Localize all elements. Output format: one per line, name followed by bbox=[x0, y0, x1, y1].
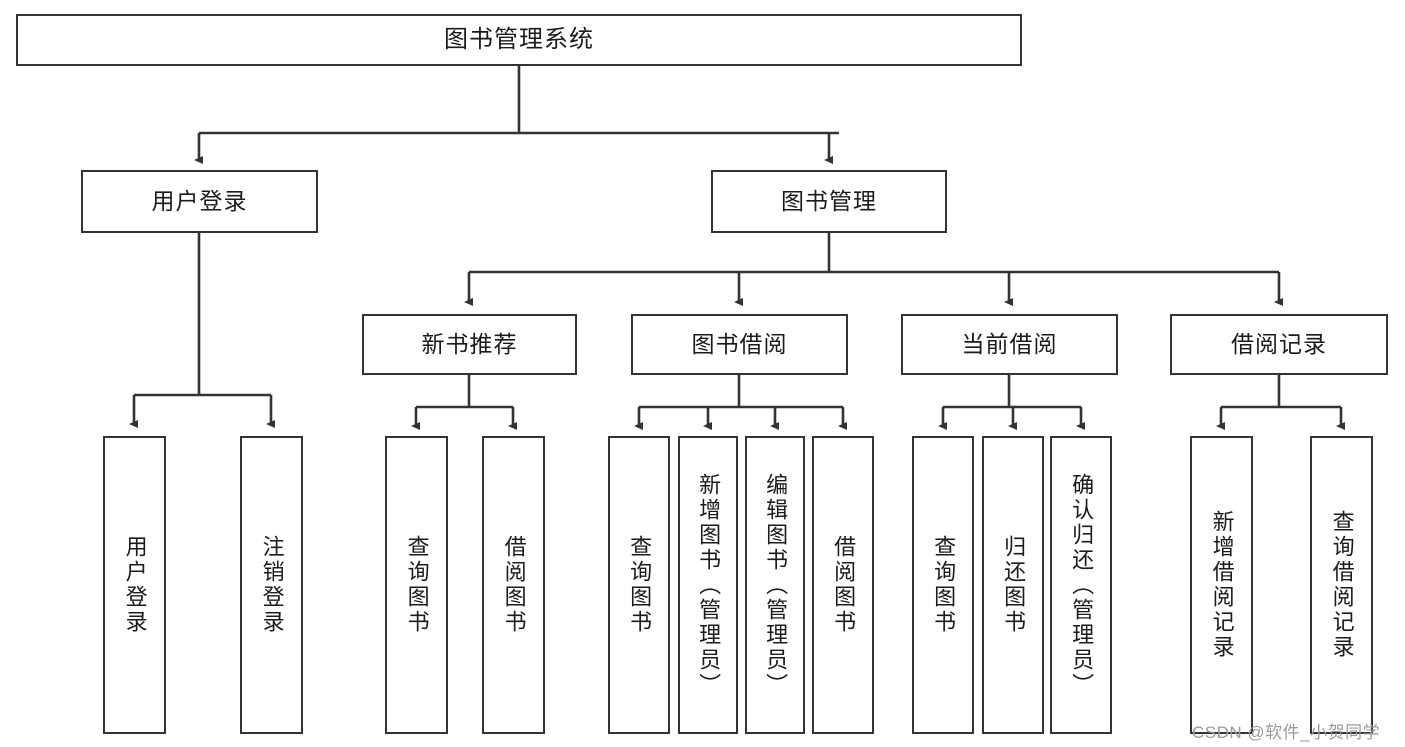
node-leaf-query-book-2[interactable]: 查询图书 bbox=[608, 436, 670, 734]
node-borrow-record-label: 借阅记录 bbox=[1231, 331, 1327, 358]
node-leaf-confirm-return[interactable]: 确认归还（管理员） bbox=[1050, 436, 1112, 734]
node-book-manage[interactable]: 图书管理 bbox=[711, 170, 947, 233]
node-leaf-query-book-3[interactable]: 查询图书 bbox=[912, 436, 974, 734]
node-leaf-logout[interactable]: 注销登录 bbox=[240, 436, 303, 734]
node-leaf-label: 用户登录 bbox=[122, 535, 148, 635]
node-leaf-label: 编辑图书（管理员） bbox=[763, 472, 789, 698]
node-leaf-query-book-1[interactable]: 查询图书 bbox=[385, 436, 448, 734]
node-leaf-label: 查询借阅记录 bbox=[1329, 510, 1355, 660]
node-new-book-recommend-label: 新书推荐 bbox=[421, 331, 518, 358]
node-leaf-label: 借阅图书 bbox=[831, 535, 857, 635]
node-leaf-label: 查询图书 bbox=[931, 535, 957, 635]
node-leaf-label: 确认归还（管理员） bbox=[1069, 472, 1095, 698]
node-new-book-recommend[interactable]: 新书推荐 bbox=[362, 314, 577, 375]
node-user-login[interactable]: 用户登录 bbox=[81, 170, 318, 233]
node-leaf-borrow-book-1[interactable]: 借阅图书 bbox=[482, 436, 545, 734]
node-root[interactable]: 图书管理系统 bbox=[16, 14, 1022, 66]
node-leaf-add-book[interactable]: 新增图书（管理员） bbox=[678, 436, 738, 734]
node-current-borrow-label: 当前借阅 bbox=[961, 331, 1058, 358]
node-leaf-label: 新增图书（管理员） bbox=[696, 472, 722, 698]
node-leaf-label: 注销登录 bbox=[259, 535, 285, 635]
node-book-borrow[interactable]: 图书借阅 bbox=[631, 314, 848, 375]
node-leaf-add-record[interactable]: 新增借阅记录 bbox=[1190, 436, 1253, 734]
node-leaf-borrow-book-2[interactable]: 借阅图书 bbox=[812, 436, 874, 734]
node-leaf-query-record[interactable]: 查询借阅记录 bbox=[1310, 436, 1373, 734]
node-leaf-user-login[interactable]: 用户登录 bbox=[103, 436, 166, 734]
csdn-watermark: CSDN @软件_小贺同学 bbox=[1192, 723, 1381, 742]
node-leaf-edit-book[interactable]: 编辑图书（管理员） bbox=[745, 436, 805, 734]
node-root-label: 图书管理系统 bbox=[444, 26, 594, 54]
node-leaf-label: 归还图书 bbox=[1001, 535, 1027, 635]
node-book-borrow-label: 图书借阅 bbox=[691, 331, 788, 358]
node-borrow-record[interactable]: 借阅记录 bbox=[1170, 314, 1388, 375]
node-leaf-label: 新增借阅记录 bbox=[1209, 510, 1235, 660]
node-leaf-return-book[interactable]: 归还图书 bbox=[982, 436, 1044, 734]
node-leaf-label: 查询图书 bbox=[627, 535, 653, 635]
node-book-manage-label: 图书管理 bbox=[781, 188, 877, 215]
node-user-login-label: 用户登录 bbox=[151, 188, 248, 215]
node-leaf-label: 查询图书 bbox=[404, 535, 430, 635]
node-current-borrow[interactable]: 当前借阅 bbox=[901, 314, 1118, 375]
node-leaf-label: 借阅图书 bbox=[501, 535, 527, 635]
